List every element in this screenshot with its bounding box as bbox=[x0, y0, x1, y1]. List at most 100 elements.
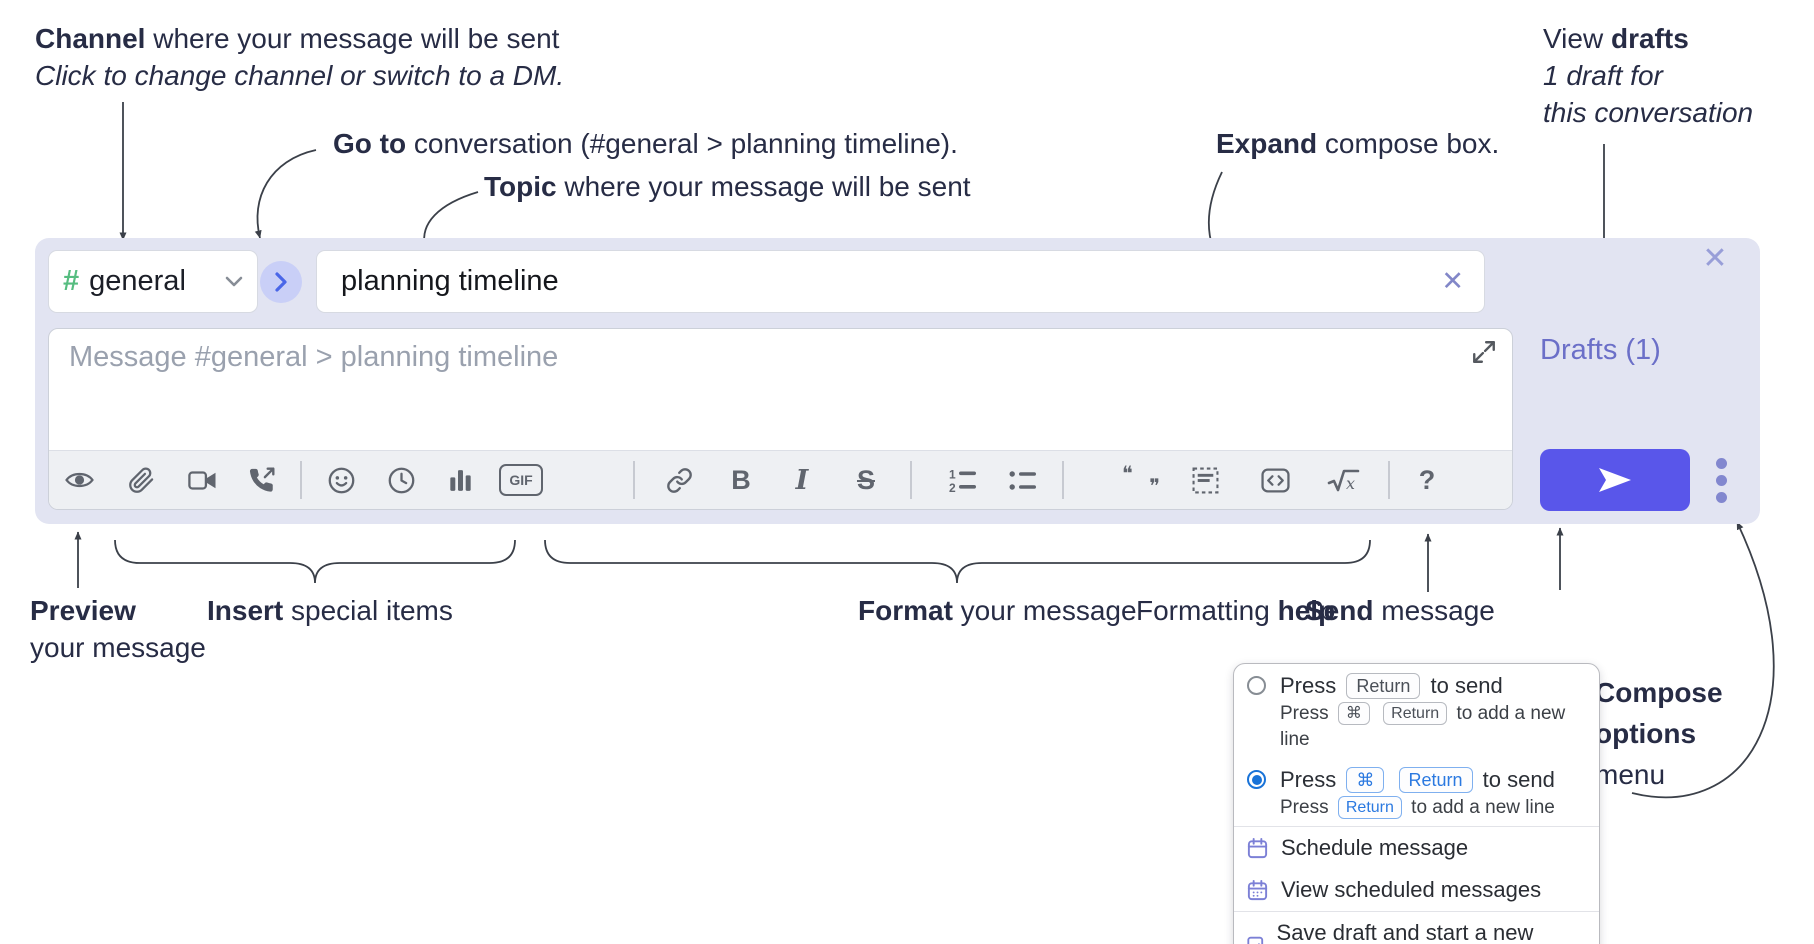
calendar-dots-icon bbox=[1247, 879, 1268, 900]
draft-check-icon bbox=[1247, 936, 1264, 944]
cmd-key-chip: ⌘ bbox=[1346, 767, 1385, 793]
math-button[interactable]: x bbox=[1321, 458, 1365, 502]
link-icon bbox=[666, 467, 692, 493]
chevron-down-icon bbox=[225, 276, 243, 287]
insert-annotation: Insert special items bbox=[207, 595, 453, 626]
goto-annotation: Go to conversation (#general > planning … bbox=[333, 128, 958, 159]
video-call-button[interactable] bbox=[180, 458, 224, 502]
toolbar-divider bbox=[300, 461, 302, 499]
svg-text:2: 2 bbox=[949, 481, 956, 494]
enter-sends-option[interactable]: Press Return to send Press ⌘ Return to a… bbox=[1234, 664, 1599, 758]
formatting-help-annotation: Formatting help bbox=[1136, 595, 1336, 626]
go-to-conversation-button[interactable] bbox=[260, 261, 302, 303]
return-key-chip: Return bbox=[1346, 673, 1421, 699]
toolbar-divider bbox=[1062, 461, 1064, 499]
smiley-icon bbox=[328, 467, 354, 493]
code-button[interactable] bbox=[1253, 458, 1297, 502]
message-input[interactable] bbox=[49, 329, 1512, 451]
code-icon bbox=[1260, 467, 1290, 493]
view-scheduled-messages-item[interactable]: View scheduled messages bbox=[1234, 869, 1599, 911]
return-key-chip: Return bbox=[1383, 702, 1448, 725]
emoji-button[interactable] bbox=[319, 458, 363, 502]
italic-icon: I bbox=[795, 464, 809, 496]
numbered-list-icon: 1 2 bbox=[949, 467, 976, 494]
poll-button[interactable] bbox=[438, 458, 482, 502]
italic-button[interactable]: I bbox=[780, 458, 824, 502]
compose-options-annotation: Compose options menu bbox=[1595, 677, 1723, 790]
send-icon bbox=[1599, 468, 1631, 492]
bold-button[interactable]: B bbox=[719, 458, 763, 502]
menu-separator bbox=[1234, 826, 1599, 827]
quote-button[interactable]: ❝ ❞ bbox=[1119, 458, 1163, 502]
view-drafts-annotation: View drafts 1 draft for this conversatio… bbox=[1543, 23, 1754, 128]
voice-call-button[interactable] bbox=[239, 458, 283, 502]
question-icon: ? bbox=[1418, 464, 1436, 495]
cmd-key-chip: ⌘ bbox=[1337, 702, 1370, 725]
phone-outgoing-icon bbox=[249, 467, 274, 492]
menu-separator bbox=[1234, 911, 1599, 912]
bulleted-list-icon bbox=[1009, 470, 1036, 490]
spoiler-button[interactable] bbox=[1183, 458, 1227, 502]
link-button[interactable] bbox=[657, 458, 701, 502]
cmd-enter-sends-option[interactable]: Press ⌘ Return to send Press Return to a… bbox=[1234, 758, 1599, 826]
dot-icon bbox=[1715, 457, 1727, 469]
channel-annotation: Channel where your message will be sent … bbox=[35, 20, 564, 94]
compose-toolbar: GIF B I bbox=[49, 450, 1512, 509]
clear-topic-icon[interactable]: ✕ bbox=[1441, 266, 1464, 296]
radio-selected[interactable] bbox=[1247, 770, 1266, 789]
format-brace bbox=[544, 539, 1371, 584]
svg-text:1: 1 bbox=[949, 467, 956, 481]
insert-brace bbox=[114, 539, 516, 584]
format-annotation: Format your message bbox=[858, 595, 1137, 626]
schedule-message-item[interactable]: Schedule message bbox=[1234, 827, 1599, 869]
gif-button[interactable]: GIF bbox=[499, 458, 543, 502]
chevron-right-icon bbox=[275, 272, 287, 292]
bulleted-list-button[interactable] bbox=[1001, 458, 1045, 502]
preview-button[interactable] bbox=[57, 458, 101, 502]
channel-hash-icon: # bbox=[63, 265, 80, 297]
video-camera-icon bbox=[187, 470, 215, 490]
attach-file-button[interactable] bbox=[119, 458, 163, 502]
bar-chart-icon bbox=[449, 470, 471, 491]
radio-unselected[interactable] bbox=[1247, 676, 1266, 695]
strikethrough-button[interactable]: S bbox=[844, 458, 888, 502]
formatting-help-button[interactable]: ? bbox=[1405, 458, 1449, 502]
dot-icon bbox=[1715, 474, 1727, 486]
expand-annotation: Expand compose box. bbox=[1216, 128, 1500, 159]
channel-name: general bbox=[89, 265, 186, 297]
save-draft-item[interactable]: Save draft and start a new message bbox=[1234, 912, 1599, 944]
expand-compose-icon[interactable] bbox=[1467, 337, 1501, 367]
calendar-icon bbox=[1247, 837, 1268, 858]
goto-arrow bbox=[254, 149, 317, 239]
gif-icon: GIF bbox=[499, 464, 543, 496]
send-annotation: Send message bbox=[1305, 595, 1495, 626]
close-compose-icon[interactable]: ✕ bbox=[1702, 241, 1728, 275]
numbered-list-button[interactable]: 1 2 bbox=[941, 458, 985, 502]
compose-options-button[interactable] bbox=[1707, 452, 1735, 508]
quote-icon: ❝ ❞ bbox=[1122, 463, 1160, 498]
channel-annotation-sub: Click to change channel or switch to a D… bbox=[35, 60, 565, 91]
channel-selector[interactable]: # general bbox=[48, 250, 258, 313]
topic-annotation: Topic where your message will be sent bbox=[484, 171, 971, 202]
drafts-link[interactable]: Drafts (1) bbox=[1540, 334, 1661, 366]
toolbar-divider bbox=[910, 461, 912, 499]
eye-icon bbox=[64, 472, 94, 488]
send-button[interactable] bbox=[1540, 449, 1690, 511]
channel-annotation-bold: Channel bbox=[35, 23, 146, 54]
spoiler-icon bbox=[1192, 467, 1218, 493]
toolbar-divider bbox=[633, 461, 635, 499]
clock-icon bbox=[388, 467, 414, 493]
bold-icon: B bbox=[731, 464, 751, 495]
return-key-chip: Return bbox=[1398, 767, 1473, 793]
svg-text:x: x bbox=[1346, 474, 1355, 493]
dot-icon bbox=[1715, 491, 1727, 503]
strikethrough-icon: S bbox=[856, 464, 875, 495]
toolbar-divider bbox=[1388, 461, 1390, 499]
topic-input[interactable] bbox=[317, 251, 1484, 312]
compose-box: # general ✕ ✕ bbox=[35, 238, 1760, 524]
paperclip-icon bbox=[128, 466, 153, 493]
global-time-button[interactable] bbox=[379, 458, 423, 502]
topic-field-container: ✕ bbox=[316, 250, 1485, 313]
math-sqrt-icon: x bbox=[1327, 469, 1359, 493]
